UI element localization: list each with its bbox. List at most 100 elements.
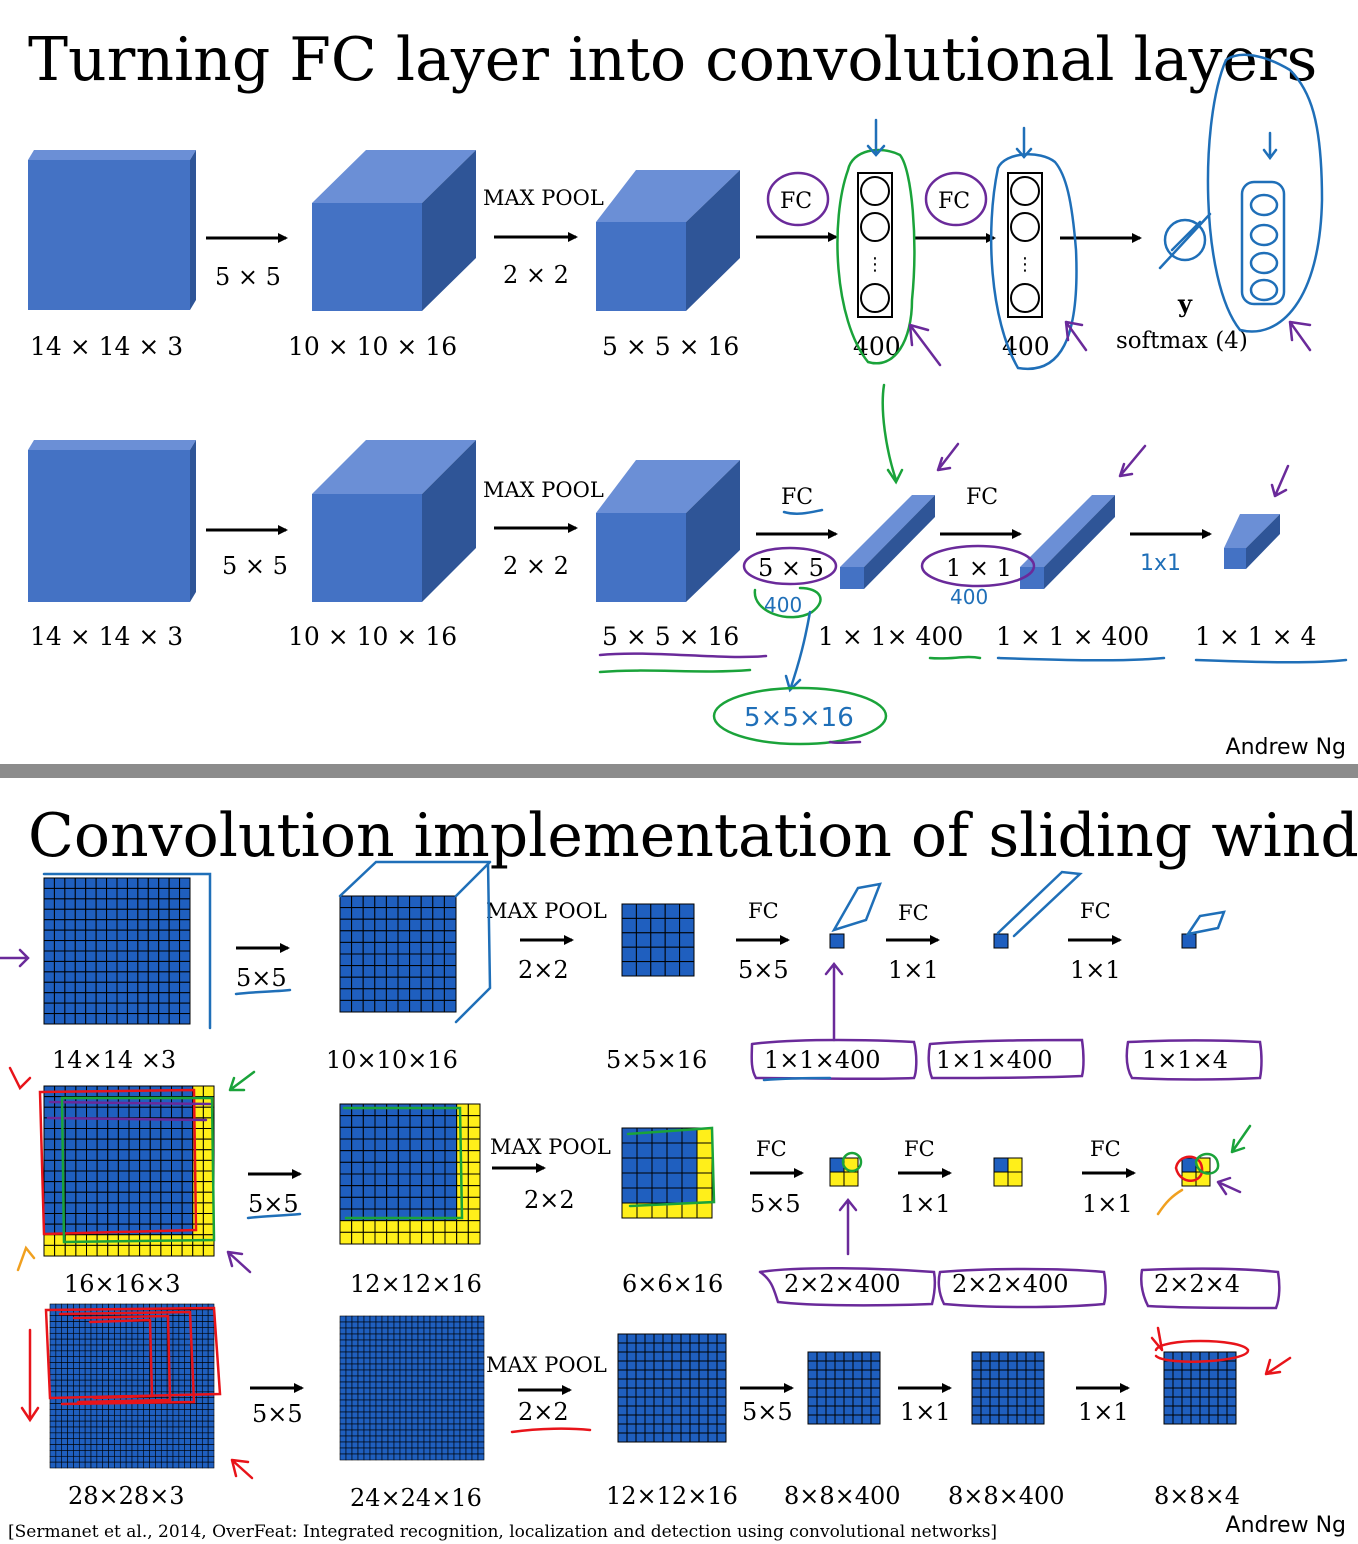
handwriting-slide2 [0, 860, 1292, 1480]
s2-dim-r2-3: 2×2×400 [784, 1270, 901, 1298]
grid-6x6x16 [621, 1127, 713, 1219]
bar-1x1x400-b [1020, 495, 1115, 589]
slide-fc-to-conv: Turning FC layer into convolutional laye… [0, 0, 1358, 764]
dim-r1-1: 10 × 10 × 16 [288, 332, 457, 361]
citation: [Sermanet et al., 2014, OverFeat: Integr… [8, 1522, 997, 1542]
svg-text:⋮: ⋮ [866, 254, 884, 275]
s2-op-r3-0: 5×5 [252, 1400, 303, 1428]
grid-layer [43, 877, 1237, 1469]
s2-op-r1-1: 2×2 [518, 956, 569, 984]
s2-dim-r3-2: 12×12×16 [606, 1482, 738, 1510]
s2-op-r1-4: 1×1 [1070, 956, 1121, 984]
s2-op-r3-4: 1×1 [1078, 1398, 1129, 1426]
s2-op-r2-2: 5×5 [750, 1190, 801, 1218]
s2-op-r1-3: 1×1 [888, 956, 939, 984]
s2-dim-r1-4: 1×1×400 [936, 1046, 1053, 1074]
maxpool-r2: MAX POOL [483, 478, 604, 502]
grid-1x1x400-b [993, 933, 1009, 949]
s2-dim-r1-0: 14×14 ×3 [52, 1046, 176, 1074]
hw-1x1: 1x1 [1140, 551, 1181, 576]
maxpool-r1: MAX POOL [483, 186, 604, 210]
grid-24x24x16 [339, 1315, 485, 1461]
block-10x10x16-r2 [312, 440, 476, 602]
dim-r2-4: 1 × 1 × 400 [996, 622, 1149, 651]
s2-dim-r3-0: 28×28×3 [68, 1482, 185, 1510]
s2-fc-r2-0: FC [756, 1137, 787, 1161]
svg-text:⋮: ⋮ [1016, 254, 1034, 275]
s2-dim-r3-5: 8×8×4 [1154, 1482, 1240, 1510]
handwriting-r2 [598, 442, 1348, 746]
block-14x14x3-r1 [28, 150, 196, 310]
slide2-title: Convolution implementation of sliding wi… [28, 801, 1358, 871]
s2-dim-r2-2: 6×6×16 [622, 1270, 723, 1298]
bar-1x1x4 [1224, 514, 1280, 569]
bar-1x1x400-a [840, 495, 935, 589]
dim-r2-1: 10 × 10 × 16 [288, 622, 457, 651]
grid-8x8x400-a [807, 1351, 881, 1425]
grid-5x5x16 [621, 903, 695, 977]
op-r2-2x2: 2 × 2 [503, 552, 569, 580]
s2-dim-r2-0: 16×16×3 [64, 1270, 181, 1298]
op-r2-1x1: 1 × 1 [946, 554, 1012, 582]
s2-dim-r1-3: 1×1×400 [764, 1046, 881, 1074]
s2-dim-r1-5: 1×1×4 [1142, 1046, 1228, 1074]
grid-12x12x16 [339, 1103, 481, 1245]
fc1-r1: FC [780, 189, 812, 214]
grid-1x1x4 [1181, 933, 1197, 949]
s2-fc-r1-1: FC [898, 901, 929, 925]
s2-dim-r3-4: 8×8×400 [948, 1482, 1065, 1510]
slide2-author: Andrew Ng [1226, 1513, 1346, 1538]
slide1-author: Andrew Ng [1226, 735, 1346, 760]
op-r1-5x5: 5 × 5 [215, 263, 281, 291]
block-5x5x16-r2 [596, 460, 740, 602]
softmax-label: softmax (4) [1116, 328, 1248, 354]
s2-op-r2-1: 2×2 [524, 1186, 575, 1214]
s2-dim-r3-3: 8×8×400 [784, 1482, 901, 1510]
s2-fc-r2-2: FC [1090, 1137, 1121, 1161]
s2-op-r1-2: 5×5 [738, 956, 789, 984]
arrows-slide2 [236, 935, 1136, 1395]
hw-400-b: 400 [950, 585, 988, 609]
op-r2-5x5: 5 × 5 [222, 552, 288, 580]
block-10x10x16-r1 [312, 150, 476, 311]
dim-r1-0: 14 × 14 × 3 [30, 332, 183, 361]
s2-dim-r2-1: 12×12×16 [350, 1270, 482, 1298]
s2-maxpool-r2: MAX POOL [490, 1135, 611, 1159]
dim-r2-3: 1 × 1× 400 [818, 622, 963, 651]
grid-2x2x400-b [993, 1157, 1023, 1187]
s2-op-r2-3: 1×1 [900, 1190, 951, 1218]
s2-dim-r3-1: 24×24×16 [350, 1484, 482, 1512]
s2-fc-r1-2: FC [1080, 899, 1111, 923]
s2-op-r3-2: 5×5 [742, 1398, 793, 1426]
fc2-r1: FC [938, 189, 970, 214]
block-14x14x3-r2 [28, 440, 196, 602]
s2-op-r2-0: 5×5 [248, 1190, 299, 1218]
slide2-canvas: Convolution implementation of sliding wi… [0, 801, 1358, 1542]
s2-op-r3-1: 2×2 [518, 1398, 569, 1426]
slide-sliding-windows: Convolution implementation of sliding wi… [0, 778, 1358, 1544]
s2-maxpool-r1: MAX POOL [486, 899, 607, 923]
grid-14x14x3 [43, 877, 191, 1025]
handwriting-r1 [766, 53, 1324, 485]
output-y: y [1177, 289, 1193, 318]
grid-12x12x16 [617, 1333, 727, 1443]
s2-dim-r1-2: 5×5×16 [606, 1046, 707, 1074]
s2-op-r3-3: 1×1 [900, 1398, 951, 1426]
s2-fc-r2-1: FC [904, 1137, 935, 1161]
fc1-r2: FC [781, 485, 813, 510]
dim-r1-2: 5 × 5 × 16 [602, 332, 739, 361]
grid-1x1x400-a [829, 933, 845, 949]
s2-dim-r1-1: 10×10×16 [326, 1046, 458, 1074]
grid-8x8x400-b [971, 1351, 1045, 1425]
fc2-r2: FC [966, 485, 998, 510]
grid-8x8x4 [1163, 1351, 1237, 1425]
grid-10x10x16 [339, 895, 457, 1013]
op-r2-5x5b: 5 × 5 [758, 554, 824, 582]
slide-separator [0, 764, 1358, 778]
hw-400-a: 400 [764, 593, 802, 617]
block-5x5x16-r1 [596, 170, 740, 311]
slide1-canvas: Turning FC layer into convolutional laye… [28, 25, 1348, 760]
dim-r2-5: 1 × 1 × 4 [1195, 622, 1316, 651]
dim-r2-0: 14 × 14 × 3 [30, 622, 183, 651]
s2-op-r1-0: 5×5 [236, 964, 287, 992]
